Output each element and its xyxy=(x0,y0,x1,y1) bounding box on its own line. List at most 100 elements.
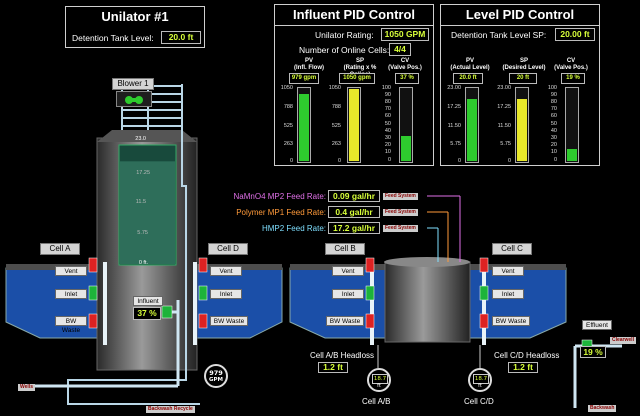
level-pv-value: 20.0 ft xyxy=(453,73,483,84)
vent-tag-b[interactable]: Vent xyxy=(332,266,364,276)
tank-scale-1: 17.25 xyxy=(136,170,150,176)
influent-label[interactable]: Influent xyxy=(133,296,163,306)
infl-pv-tick-0: 1050 xyxy=(280,85,293,91)
infl-sp-fill xyxy=(349,89,359,161)
blower-icon xyxy=(125,96,143,104)
infl-cv-ticks: 100 90 80 70 60 50 40 30 20 10 0 xyxy=(373,85,393,165)
headloss-cd-label: Cell C/D Headloss xyxy=(494,351,560,360)
gauge-cd-label: Cell C/D xyxy=(464,397,494,406)
level-pv-bar xyxy=(465,87,479,163)
infl-cv-tick-8: 20 xyxy=(384,142,391,148)
infl-sp-tick-3: 263 xyxy=(331,141,341,147)
level-cv-ticks: 100 90 80 70 60 50 40 30 20 10 0 xyxy=(539,85,559,165)
cell-d-tag[interactable]: Cell D xyxy=(208,243,248,255)
level-cv-tick-6: 40 xyxy=(550,128,557,134)
level-sp-tick-4: 0 xyxy=(507,158,511,164)
cell-a-tag[interactable]: Cell A xyxy=(40,243,80,255)
gauge-ab-unit: ft xyxy=(377,383,381,389)
polymer-feed-value: 0.4 gal/hr xyxy=(328,206,380,218)
level-sp-tick-3: 5.75 xyxy=(500,141,511,147)
clearwell-tag[interactable]: Clearwell xyxy=(610,337,636,344)
inlet-valve-c xyxy=(479,285,489,301)
tank-scale-4: 0 ft. xyxy=(138,260,148,266)
vent-tag-d[interactable]: Vent xyxy=(210,266,242,276)
rating-value: 1050 GPM xyxy=(381,28,429,41)
infl-pv-bar xyxy=(297,87,311,163)
namno4-feed-value: 0.09 gal/hr xyxy=(328,190,380,202)
infl-cv-tick-4: 60 xyxy=(384,113,391,119)
cell-b-tag[interactable]: Cell B xyxy=(325,243,365,255)
level-cv-head: CV(Valve Pos.) xyxy=(554,58,588,71)
bw-waste-tag-c[interactable]: BW Waste xyxy=(492,316,530,326)
gauge-ab: 18.7 ft xyxy=(367,368,391,392)
unilator-2-cylinder xyxy=(384,261,471,343)
backwash-recycle-tag[interactable]: Backwash Recycle xyxy=(146,406,195,413)
wells-tag[interactable]: Wells xyxy=(18,384,35,391)
tank-scale-0: 23.0 xyxy=(135,136,146,142)
bw-waste-tag-a[interactable]: BW Waste xyxy=(55,316,87,334)
infl-sp-tick-4: 0 xyxy=(337,158,341,164)
gauge-ab-label: Cell A/B xyxy=(362,397,391,406)
infl-cv-value: 37 % xyxy=(395,73,419,84)
polymer-feed-label: Polymer MP1 Feed Rate: xyxy=(236,208,326,217)
level-cv-bar xyxy=(565,87,579,163)
level-pid-title: Level PID Control xyxy=(465,7,575,22)
unilator-title: Unilator #1 xyxy=(101,9,169,24)
detention-level-value: 20.0 ft xyxy=(161,31,201,44)
level-sp-fill xyxy=(517,98,527,161)
namno4-feed-system[interactable]: Feed System xyxy=(383,193,418,200)
flow-meter-value: 979 xyxy=(209,369,223,377)
infl-cv-tick-9: 10 xyxy=(384,149,391,155)
bw-waste-tag-b[interactable]: BW Waste xyxy=(326,316,364,326)
unilator-panel: Unilator #1 Detention Tank Level: 20.0 f… xyxy=(65,6,205,48)
level-pid-panel: Level PID Control Detention Tank Level S… xyxy=(440,4,600,166)
hmp-feed-value: 17.2 gal/hr xyxy=(328,222,380,234)
influent-value: 37 % xyxy=(133,307,161,320)
infl-cv-tick-1: 90 xyxy=(384,92,391,98)
vent-valve-c xyxy=(479,257,489,273)
bw-valve-b xyxy=(365,313,375,329)
bw-valve-c xyxy=(479,313,489,329)
effluent-value: 19 % xyxy=(580,346,606,358)
inlet-valve-d xyxy=(198,285,208,301)
level-pv-tick-4: 0 xyxy=(457,158,461,164)
backwash-tag[interactable]: Backwash xyxy=(588,405,617,412)
infl-pv-tick-3: 263 xyxy=(283,141,293,147)
infl-cv-tick-6: 40 xyxy=(384,128,391,134)
bw-valve-a xyxy=(88,313,98,329)
inlet-tag-c[interactable]: Inlet xyxy=(492,289,524,299)
infl-sp-tick-1: 788 xyxy=(331,104,341,110)
bw-waste-tag-d[interactable]: BW Waste xyxy=(210,316,248,326)
hmp-feed-system[interactable]: Feed System xyxy=(383,225,418,232)
namno4-feed-label: NaMnO4 MP2 Feed Rate: xyxy=(233,192,326,201)
level-cv-tick-5: 50 xyxy=(550,121,557,127)
level-sp-head: SP(Desired Level) xyxy=(502,58,546,71)
online-cells-label: Number of Online Cells: xyxy=(299,45,390,55)
inlet-tag-b[interactable]: Inlet xyxy=(332,289,364,299)
vent-valve-a xyxy=(88,257,98,273)
effluent-label[interactable]: Effluent xyxy=(582,320,612,330)
influent-valve xyxy=(161,305,173,319)
infl-sp-tick-2: 525 xyxy=(331,123,341,129)
vent-valve-b xyxy=(365,257,375,273)
flow-meter: 979 GPM xyxy=(204,364,228,388)
cell-c-tag[interactable]: Cell C xyxy=(492,243,532,255)
level-sp-label: Detention Tank Level SP: xyxy=(451,30,547,40)
level-pv-tick-1: 17.25 xyxy=(447,104,461,110)
inlet-tag-d[interactable]: Inlet xyxy=(210,289,242,299)
vent-tag-a[interactable]: Vent xyxy=(55,266,87,276)
inlet-tag-a[interactable]: Inlet xyxy=(55,289,87,299)
polymer-feed-system[interactable]: Feed System xyxy=(383,209,418,216)
rating-label: Unilator Rating: xyxy=(315,30,374,40)
vent-tag-c[interactable]: Vent xyxy=(492,266,524,276)
level-sp-tick-1: 17.25 xyxy=(497,104,511,110)
level-pv-tick-3: 5.75 xyxy=(450,141,461,147)
blower-1[interactable] xyxy=(116,91,152,107)
level-pv-head: PV(Actual Level) xyxy=(450,58,490,71)
infl-cv-head: CV(Valve Pos.) xyxy=(388,58,422,71)
flow-meter-unit: GPM xyxy=(208,377,224,383)
infl-cv-tick-3: 70 xyxy=(384,106,391,112)
level-cv-tick-10: 0 xyxy=(553,157,557,163)
infl-sp-value: 1050 gpm xyxy=(339,73,375,84)
level-cv-tick-0: 100 xyxy=(547,85,557,91)
